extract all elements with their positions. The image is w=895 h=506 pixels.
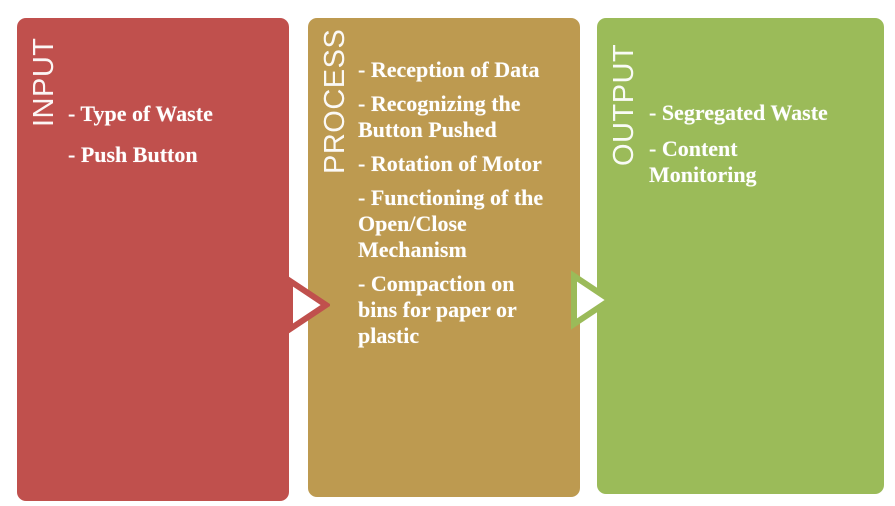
process-box — [308, 18, 580, 497]
output-item-content-monitoring: - Content Monitoring — [649, 136, 757, 187]
input-box — [17, 18, 289, 501]
arrow-right-outline-icon — [287, 275, 330, 335]
process-item-compaction: - Compaction on bins for paper or plasti… — [358, 271, 517, 348]
input-item-push-button: - Push Button — [68, 142, 198, 167]
process-items: - Reception of Data - Recognizing the Bu… — [358, 57, 558, 357]
input-label: INPUT — [28, 37, 60, 128]
output-item-segregated-waste: - Segregated Waste — [649, 100, 828, 125]
process-item-open-close-mechanism: - Functioning of the Open/Close Mechanis… — [358, 185, 560, 262]
output-box — [597, 18, 884, 494]
arrow-right-outline-icon — [571, 270, 614, 330]
process-item-rotation-of-motor: - Rotation of Motor — [358, 151, 542, 176]
output-label: OUTPUT — [608, 43, 640, 166]
process-label: PROCESS — [319, 28, 351, 174]
process-item-recognizing-button: - Recognizing the Button Pushed — [358, 91, 521, 142]
input-items: - Type of Waste - Push Button — [68, 101, 283, 183]
process-item-reception-of-data: - Reception of Data — [358, 57, 540, 82]
input-item-type-of-waste: - Type of Waste — [68, 101, 213, 126]
output-items: - Segregated Waste - Content Monitoring — [649, 100, 849, 198]
